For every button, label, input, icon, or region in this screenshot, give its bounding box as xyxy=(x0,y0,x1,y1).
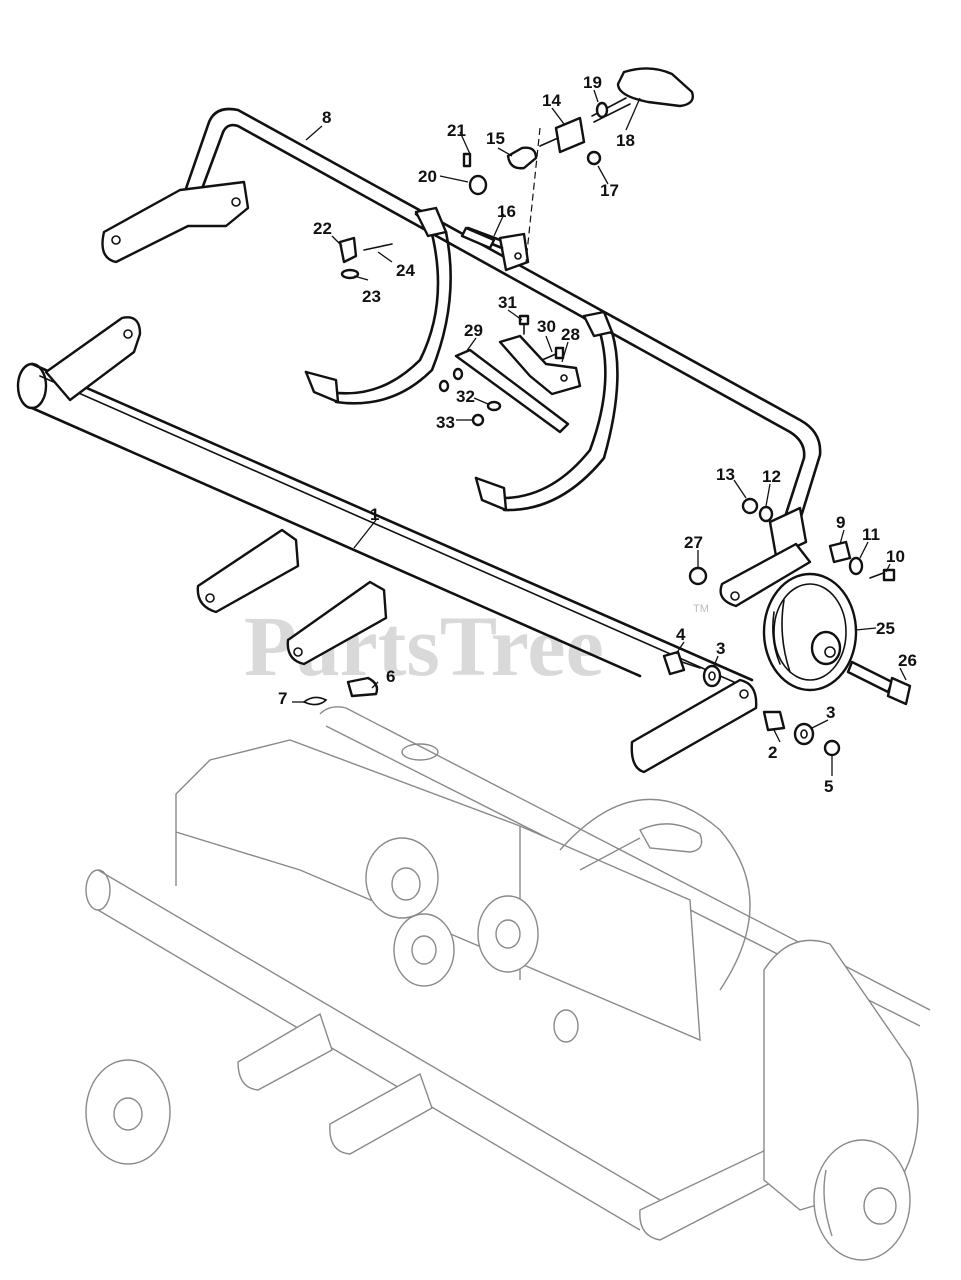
callout-30[interactable]: 30 xyxy=(537,317,556,336)
callout-22[interactable]: 22 xyxy=(313,219,332,238)
part-33-nut[interactable] xyxy=(438,367,485,427)
callout-3-b[interactable]: 3 xyxy=(826,703,835,722)
callout-25[interactable]: 25 xyxy=(876,619,895,638)
part-20-collar[interactable] xyxy=(468,174,488,196)
part-12-washer[interactable] xyxy=(758,505,774,523)
part-31-bolt[interactable] xyxy=(518,314,530,335)
callout-12[interactable]: 12 xyxy=(762,467,781,486)
callout-7[interactable]: 7 xyxy=(278,689,287,708)
part-14-block[interactable] xyxy=(539,116,586,154)
part-27-nut[interactable] xyxy=(688,566,708,586)
part-25-wheel[interactable] xyxy=(762,572,858,692)
part-3-washer-b[interactable] xyxy=(793,722,815,746)
callout-15[interactable]: 15 xyxy=(486,129,505,148)
part-18-pedal[interactable] xyxy=(591,67,694,123)
part-29-link[interactable] xyxy=(454,348,570,434)
callout-1[interactable]: 1 xyxy=(370,505,379,524)
part-9-spacer[interactable] xyxy=(828,540,852,564)
callout-8[interactable]: 8 xyxy=(322,108,331,127)
part-6-pin[interactable] xyxy=(346,676,379,698)
part-1-frame[interactable] xyxy=(16,316,758,774)
part-26-axle-bolt[interactable] xyxy=(846,660,912,706)
callout-2[interactable]: 2 xyxy=(768,743,777,762)
part-16-pin[interactable] xyxy=(460,226,496,250)
part-22-ferrule[interactable] xyxy=(338,236,358,264)
callout-14[interactable]: 14 xyxy=(542,91,561,110)
callout-6[interactable]: 6 xyxy=(386,667,395,686)
callout-21[interactable]: 21 xyxy=(447,121,466,140)
part-32-washer[interactable] xyxy=(486,400,502,412)
part-2-spacer[interactable] xyxy=(762,710,786,732)
part-28-bracket[interactable] xyxy=(498,334,582,396)
callout-11[interactable]: 11 xyxy=(862,525,880,544)
callout-24[interactable]: 24 xyxy=(396,261,415,280)
callouts: 8 1 21 20 15 16 14 19 18 17 22 23 24 31 … xyxy=(278,73,917,796)
callout-10[interactable]: 10 xyxy=(886,547,905,566)
callout-16[interactable]: 16 xyxy=(497,202,516,221)
callout-19[interactable]: 19 xyxy=(583,73,602,92)
callout-27[interactable]: 27 xyxy=(684,533,703,552)
callout-3-a[interactable]: 3 xyxy=(716,639,725,658)
part-8-handle-bar[interactable] xyxy=(101,107,822,608)
callout-31[interactable]: 31 xyxy=(498,293,517,312)
part-17-nut[interactable] xyxy=(586,150,602,166)
callout-5[interactable]: 5 xyxy=(824,777,833,796)
callout-9[interactable]: 9 xyxy=(836,513,845,532)
part-30-bolt[interactable] xyxy=(541,346,565,361)
callout-33[interactable]: 33 xyxy=(436,413,455,432)
assembly-line xyxy=(525,127,541,263)
part-4-bolt[interactable] xyxy=(662,650,701,676)
callout-13[interactable]: 13 xyxy=(716,465,735,484)
part-13-nut[interactable] xyxy=(741,497,759,515)
callout-17[interactable]: 17 xyxy=(600,181,619,200)
watermark-trademark: TM xyxy=(693,603,709,615)
part-21-setscrew[interactable] xyxy=(462,152,472,168)
callout-23[interactable]: 23 xyxy=(362,287,381,306)
leader-lines xyxy=(292,89,907,776)
callout-26[interactable]: 26 xyxy=(898,651,917,670)
part-15-swivel[interactable] xyxy=(506,146,538,170)
part-10-bolt[interactable] xyxy=(869,568,896,582)
callout-4[interactable]: 4 xyxy=(676,625,686,644)
assembled-view xyxy=(85,706,931,1261)
callout-18[interactable]: 18 xyxy=(616,131,635,150)
part-7-clip[interactable] xyxy=(302,696,328,706)
part-19-washer[interactable] xyxy=(595,101,609,119)
callout-32[interactable]: 32 xyxy=(456,387,475,406)
callout-29[interactable]: 29 xyxy=(464,321,483,340)
part-5-nut[interactable] xyxy=(823,739,841,757)
callout-20[interactable]: 20 xyxy=(418,167,437,186)
callout-28[interactable]: 28 xyxy=(561,325,580,344)
part-24-pin[interactable] xyxy=(363,243,393,251)
part-3-washer-a[interactable] xyxy=(702,664,722,688)
part-11-washer[interactable] xyxy=(848,556,864,576)
